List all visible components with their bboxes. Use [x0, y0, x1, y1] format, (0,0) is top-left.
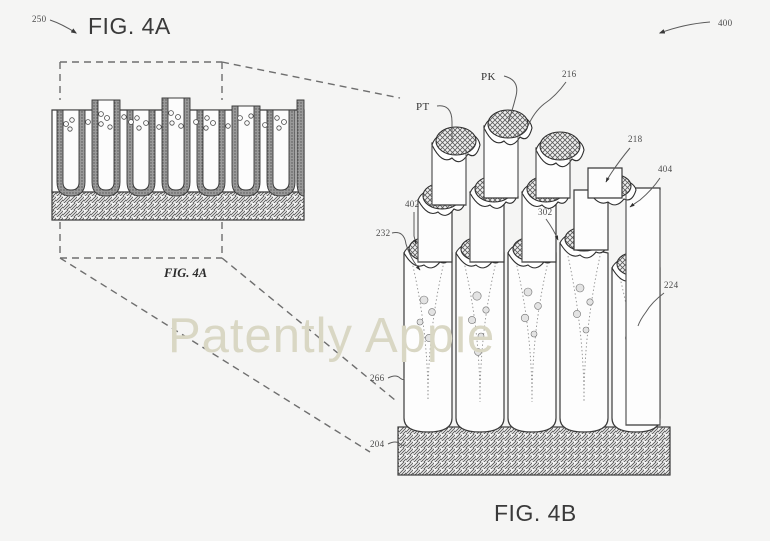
fig-4b-back-plugs	[431, 109, 585, 168]
fig-4b-substrate	[397, 426, 671, 476]
fig-4a-tube-group	[56, 97, 305, 197]
ref-224: 224	[664, 280, 679, 290]
label-pt-leader	[436, 105, 453, 142]
fig-4a-particles	[63, 110, 287, 132]
watermark: Patently Apple	[168, 309, 495, 363]
ref-302-leader	[545, 218, 559, 241]
ref-266: 266	[370, 373, 385, 383]
ref-204: 204	[370, 439, 385, 449]
ref-224-leader	[637, 292, 665, 327]
fig-4a-header-title: FIG. 4A	[88, 13, 171, 39]
ref-266-leader	[387, 375, 405, 380]
ref-218: 218	[628, 134, 643, 144]
ref-400: 400	[718, 18, 733, 28]
fig-4b-caption: FIG. 4B	[494, 500, 577, 526]
ref-404-leader	[629, 177, 661, 208]
label-pk: PK	[481, 71, 496, 83]
fig-4a-cross-section	[51, 97, 305, 221]
fig-4b-construction-lines	[417, 128, 661, 425]
ref-250: 250	[32, 14, 47, 24]
label-pt: PT	[416, 101, 430, 113]
ref-216-leader	[527, 81, 567, 127]
ref-204-leader	[387, 441, 405, 446]
fig-4b-assembly	[397, 109, 671, 476]
fig-4b-internal-particles	[411, 255, 653, 409]
label-pk-leader	[503, 75, 518, 123]
ref-218-leader	[605, 147, 631, 183]
ref-404: 404	[658, 164, 673, 174]
fig-4a-caption: FIG. 4A	[163, 266, 207, 280]
ref-232: 232	[376, 228, 390, 238]
ref-402: 402	[405, 199, 419, 209]
ref-402-leader	[413, 212, 417, 245]
ref-232-leader	[391, 232, 421, 271]
ref-400-leader	[658, 21, 711, 34]
magnification-frame	[59, 61, 401, 453]
ref-302: 302	[538, 207, 552, 217]
fig-4b-front-row	[403, 242, 661, 433]
ref-250-leader	[49, 19, 78, 34]
ref-216: 216	[562, 69, 577, 79]
